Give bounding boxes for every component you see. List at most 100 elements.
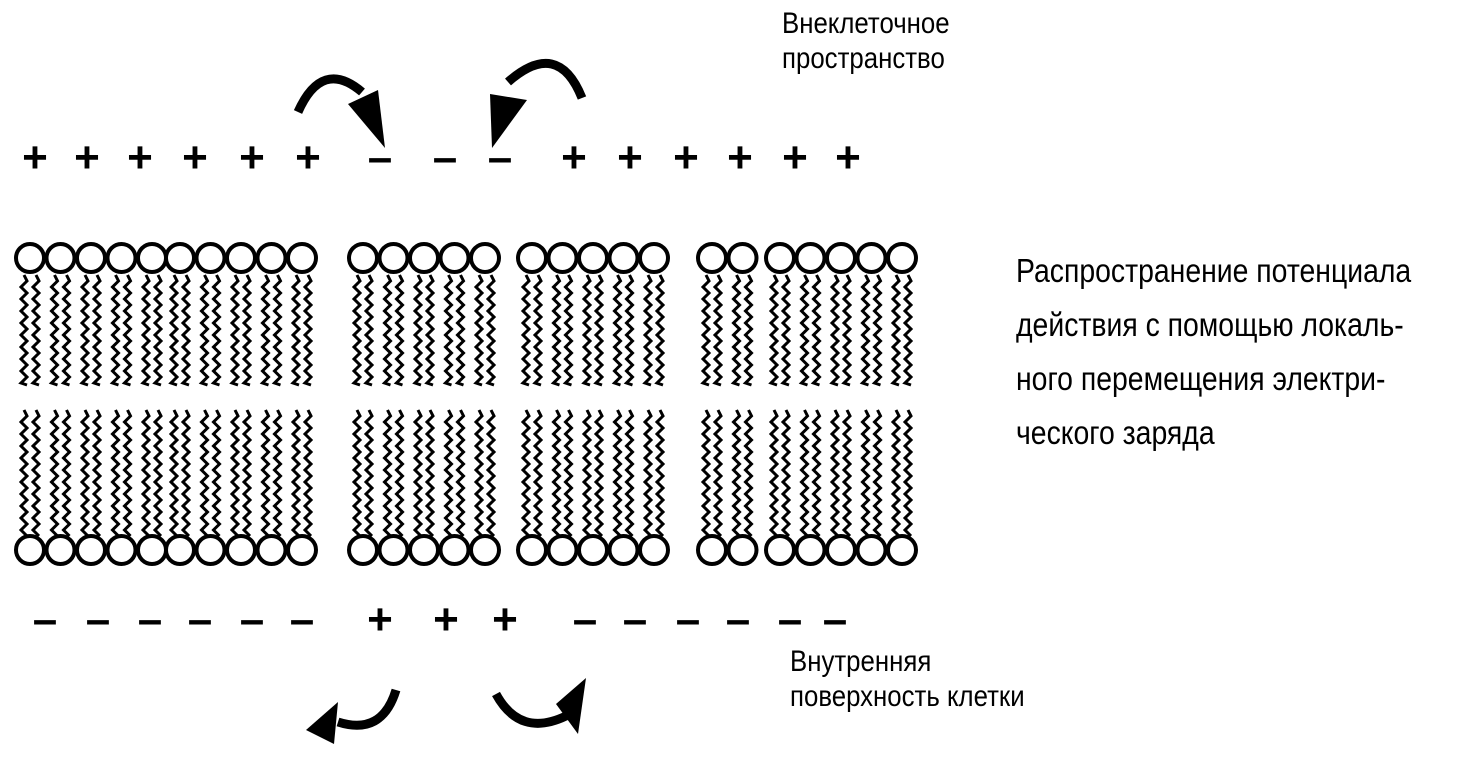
lipid-tail — [171, 410, 177, 536]
lipid-head — [410, 536, 438, 564]
lipid-head — [858, 244, 886, 272]
plus-charge-outer: + — [67, 136, 107, 180]
lipid-head — [518, 536, 546, 564]
lipid-head — [549, 244, 577, 272]
lipid-head — [380, 536, 408, 564]
lipid-tail — [171, 275, 177, 385]
lipid-head — [349, 244, 377, 272]
lipid-tail — [155, 410, 161, 536]
lipid-tail — [214, 275, 220, 385]
lipid-tail — [893, 410, 899, 536]
minus-charge-inner: – — [718, 598, 758, 642]
lipid-tail — [415, 410, 421, 536]
lipid-tail — [645, 275, 651, 385]
lipid-head — [410, 244, 438, 272]
lipid-tail — [397, 410, 403, 536]
lipid-tail — [832, 275, 838, 385]
lipid-tail — [844, 275, 850, 385]
lipid-head — [108, 244, 136, 272]
lipid-head — [47, 536, 75, 564]
lipid-head — [610, 244, 638, 272]
lipid-head — [888, 536, 916, 564]
minus-charge-inner: – — [615, 598, 655, 642]
lipid-tail — [734, 275, 740, 385]
lipid-tail — [657, 410, 663, 536]
lipid-tail — [214, 410, 220, 536]
lipid-head — [138, 536, 166, 564]
lipid-tail — [746, 410, 752, 536]
lipid-tail — [427, 275, 433, 385]
plus-charge-outer: + — [554, 136, 594, 180]
plus-charge-outer: + — [775, 136, 815, 180]
lipid-head — [441, 536, 469, 564]
lipid-tail — [275, 275, 281, 385]
plus-charge-inner: + — [360, 598, 400, 642]
lipid-tail — [535, 275, 541, 385]
lipid-head — [888, 244, 916, 272]
lipid-head — [288, 244, 316, 272]
lipid-head — [108, 536, 136, 564]
lipid-tail — [385, 275, 391, 385]
lipid-tail — [155, 275, 161, 385]
lipid-head — [138, 244, 166, 272]
intracellular-label-line: поверхность клетки — [790, 679, 1025, 714]
diagram-caption: Распространение потенциала действия с по… — [1016, 244, 1411, 460]
lipid-head — [227, 536, 255, 564]
lipid-head — [380, 244, 408, 272]
lipid-tail — [244, 275, 250, 385]
lipid-tail — [202, 275, 208, 385]
caption-line: действия с помощью локаль- — [1016, 298, 1411, 352]
lipid-head — [827, 536, 855, 564]
lipid-tail — [385, 410, 391, 536]
lipid-tail — [183, 410, 189, 536]
caption-line: ческого заряда — [1016, 406, 1411, 460]
lipid-tail — [125, 275, 131, 385]
lipid-head — [858, 536, 886, 564]
minus-charge-inner: – — [668, 598, 708, 642]
lipid-head — [640, 536, 668, 564]
intracellular-label-line: Внутренняя — [790, 644, 1025, 679]
lipid-tail — [523, 410, 529, 536]
lipid-tail — [82, 410, 88, 536]
curved-arrow-icon — [306, 690, 396, 744]
lipid-head — [797, 244, 825, 272]
lipid-tail — [354, 410, 360, 536]
lipid-head — [258, 536, 286, 564]
lipid-tail — [94, 275, 100, 385]
lipid-tail — [905, 275, 911, 385]
lipid-head — [16, 536, 44, 564]
lipid-tail — [627, 275, 633, 385]
lipid-head — [471, 244, 499, 272]
extracellular-label-line: Внеклеточное — [782, 6, 950, 41]
lipid-head — [441, 244, 469, 272]
lipid-head — [579, 536, 607, 564]
lipid-tail — [863, 275, 869, 385]
lipid-tail — [645, 410, 651, 536]
lipid-tail — [814, 410, 820, 536]
extracellular-label-line: пространство — [782, 41, 950, 76]
lipid-tail — [125, 410, 131, 536]
lipid-bilayer — [16, 244, 916, 564]
plus-charge-outer: + — [828, 136, 868, 180]
lipid-tail — [33, 275, 39, 385]
lipid-tail — [21, 275, 27, 385]
lipid-tail — [82, 275, 88, 385]
lipid-tail — [783, 275, 789, 385]
minus-charge-inner: – — [232, 598, 272, 642]
lipid-tail — [366, 410, 372, 536]
lipid-tail — [566, 275, 572, 385]
lipid-tail — [52, 275, 58, 385]
lipid-tail — [446, 275, 452, 385]
lipid-tail — [657, 275, 663, 385]
plus-charge-outer: + — [610, 136, 650, 180]
lipid-tail — [596, 410, 602, 536]
lipid-head — [288, 536, 316, 564]
lipid-head — [610, 536, 638, 564]
lipid-head — [197, 244, 225, 272]
lipid-tail — [202, 410, 208, 536]
lipid-tail — [584, 410, 590, 536]
lipid-tail — [554, 410, 560, 536]
lipid-head — [77, 536, 105, 564]
lipid-tail — [293, 275, 299, 385]
lipid-head — [166, 244, 194, 272]
